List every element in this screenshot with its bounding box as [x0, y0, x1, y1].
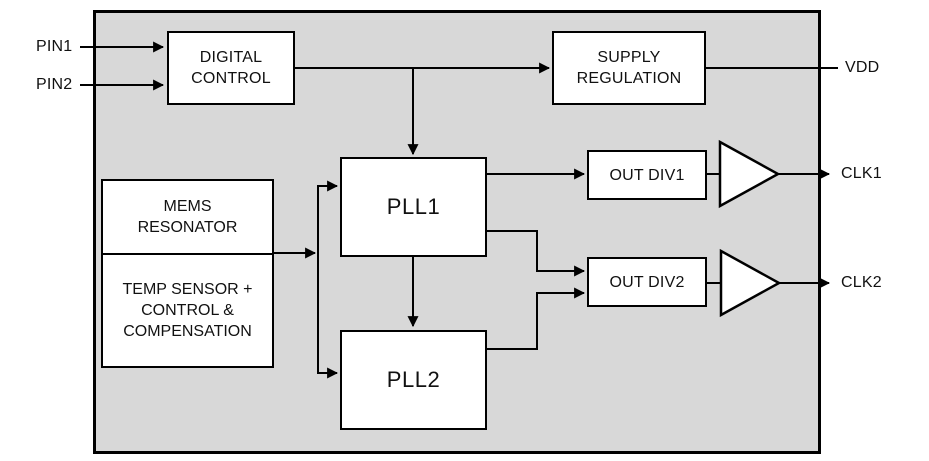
- vdd-label: VDD: [845, 59, 880, 76]
- out-div2-block: OUT DIV2: [587, 257, 707, 307]
- mems-temp-block: MEMS RESONATOR TEMP SENSOR + CONTROL & C…: [101, 179, 274, 368]
- mems-resonator-block: MEMS RESONATOR: [103, 181, 272, 255]
- clk1-label: CLK1: [841, 165, 882, 182]
- pin2-label: PIN2: [36, 76, 73, 93]
- pin1-label: PIN1: [36, 38, 73, 55]
- supply-regulation-block: SUPPLY REGULATION: [552, 31, 706, 105]
- pll1-block: PLL1: [340, 157, 487, 257]
- temp-sensor-block: TEMP SENSOR + CONTROL & COMPENSATION: [122, 281, 253, 340]
- clk2-label: CLK2: [841, 274, 882, 291]
- pll2-block: PLL2: [340, 330, 487, 430]
- out-div1-block: OUT DIV1: [587, 150, 707, 200]
- digital-control-block: DIGITAL CONTROL: [167, 31, 295, 105]
